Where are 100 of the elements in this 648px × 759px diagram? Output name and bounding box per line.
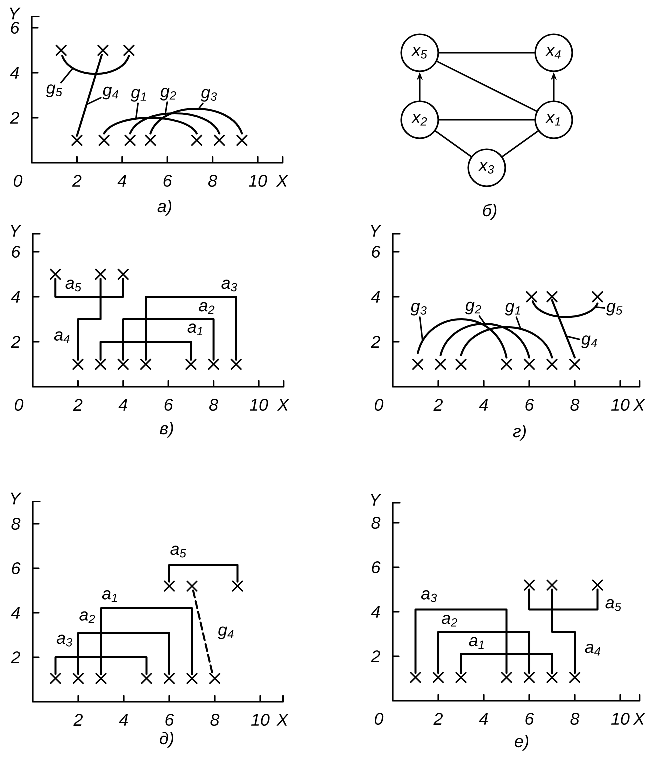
connector-line xyxy=(419,316,424,342)
curve-label: a$_{1}$ xyxy=(102,590,118,602)
axis-label: X xyxy=(277,399,290,411)
line-segment xyxy=(76,54,104,137)
curve-label: g$_{4}$ xyxy=(218,626,234,640)
arc-curve xyxy=(532,300,599,318)
connector-line xyxy=(86,97,102,106)
tick-label: 4 xyxy=(10,67,20,79)
panel-caption: е) xyxy=(515,735,529,751)
tick-label: 2 xyxy=(11,336,20,348)
tick-label: 4 xyxy=(371,606,380,618)
panel-caption: в) xyxy=(160,422,174,438)
tick-label: 8 xyxy=(570,399,580,412)
tick-label: 8 xyxy=(12,518,21,530)
connector-line xyxy=(516,316,522,330)
tick-label: 8 xyxy=(570,713,580,726)
tick-label: 8 xyxy=(210,714,220,726)
curve-label: a$_{3}$ xyxy=(56,634,73,647)
curve-label: g$_{2}$ xyxy=(466,302,482,315)
tick-label: 0 xyxy=(15,398,24,412)
panel-caption: д) xyxy=(160,732,174,748)
tick-label: 8 xyxy=(210,399,218,412)
tick-label: 6 xyxy=(12,562,21,575)
curve-label: g$_{5}$ xyxy=(606,303,623,316)
curve-label: a$_{2}$ xyxy=(442,615,458,627)
curve-label: g$_{4}$ xyxy=(102,86,118,100)
curve-label: a$_{1}$ xyxy=(469,637,484,650)
tick-label: 6 xyxy=(164,174,172,188)
panel-caption: б) xyxy=(483,204,497,220)
curve-label: a$_{1}$ xyxy=(188,324,202,336)
curve-label: g$_{3}$ xyxy=(410,303,427,316)
connector-line xyxy=(438,119,536,121)
axis-label: X xyxy=(276,714,289,726)
connector-line xyxy=(436,60,538,112)
curve-label: a$_{2}$ xyxy=(199,302,215,314)
axis-label: X xyxy=(633,399,646,411)
tick-label: 2 xyxy=(11,652,20,664)
connector-line xyxy=(164,102,168,115)
tick-label: 10 xyxy=(252,714,270,726)
tick-label: 10 xyxy=(248,174,268,188)
arc-curve xyxy=(103,117,198,135)
axis-label: Y xyxy=(10,8,21,20)
connector-line xyxy=(438,52,536,54)
axis-label: Y xyxy=(11,492,22,505)
tick-label: 4 xyxy=(479,713,488,725)
arc-curve xyxy=(129,112,221,135)
tick-label: 6 xyxy=(166,714,174,726)
tick-label: 10 xyxy=(250,398,268,412)
tick-label: 4 xyxy=(11,291,20,303)
arc-curve xyxy=(460,326,554,359)
tick-label: 4 xyxy=(119,714,128,726)
tick-label: 2 xyxy=(434,399,443,411)
tick-label: 4 xyxy=(479,399,488,411)
curve-label: g$_{1}$ xyxy=(505,303,520,316)
curve-label: g$_{2}$ xyxy=(160,88,176,101)
curve-label: a$_{3}$ xyxy=(422,590,438,602)
curve-label: g$_{4}$ xyxy=(582,336,598,348)
connector-line xyxy=(60,68,74,84)
tick-label: 2 xyxy=(371,336,380,348)
line-segment xyxy=(551,299,576,359)
arc-curve xyxy=(62,55,130,76)
tick-label: 4 xyxy=(118,175,126,187)
connector-line xyxy=(594,306,606,310)
tick-label: 6 xyxy=(526,712,534,726)
arc-curve xyxy=(417,318,508,359)
curve-label: a$_{4}$ xyxy=(585,644,601,656)
tick-label: 6 xyxy=(12,246,21,258)
axis-label: Y xyxy=(371,225,382,237)
curve-label: a$_{5}$ xyxy=(606,599,622,612)
tick-label: 8 xyxy=(372,517,381,530)
tick-label: 4 xyxy=(118,399,128,411)
axis-label: X xyxy=(276,175,289,187)
connector-line xyxy=(566,336,581,340)
tick-label: 8 xyxy=(208,175,218,188)
tick-label: 2 xyxy=(72,175,82,187)
tick-label: 0 xyxy=(375,398,384,412)
tick-label: 6 xyxy=(372,561,381,574)
tick-label: 0 xyxy=(375,712,384,726)
tick-label: 4 xyxy=(371,291,380,303)
tick-label: 2 xyxy=(74,714,83,726)
axis-label: Y xyxy=(11,225,22,237)
tick-label: 10 xyxy=(612,398,630,412)
tick-label: 6 xyxy=(372,246,381,258)
curve-label: a$_{5}$ xyxy=(66,280,82,292)
tick-label: 10 xyxy=(612,712,630,726)
axis-label: Y xyxy=(371,494,382,506)
tick-label: 2 xyxy=(434,713,443,725)
connector-line xyxy=(135,102,139,120)
connector-line xyxy=(502,130,540,158)
curve-label: a$_{5}$ xyxy=(170,546,186,558)
connector-line xyxy=(434,130,472,158)
tick-label: 6 xyxy=(164,398,174,412)
connector-line xyxy=(478,316,486,325)
connector-line xyxy=(198,102,204,110)
tick-label: 6 xyxy=(526,398,534,412)
tick-label: 2 xyxy=(371,650,380,662)
curve-label: a$_{4}$ xyxy=(54,332,70,344)
tick-label: 6 xyxy=(11,22,20,34)
panel-caption: а) xyxy=(158,200,172,216)
tick-label: 4 xyxy=(11,607,20,619)
